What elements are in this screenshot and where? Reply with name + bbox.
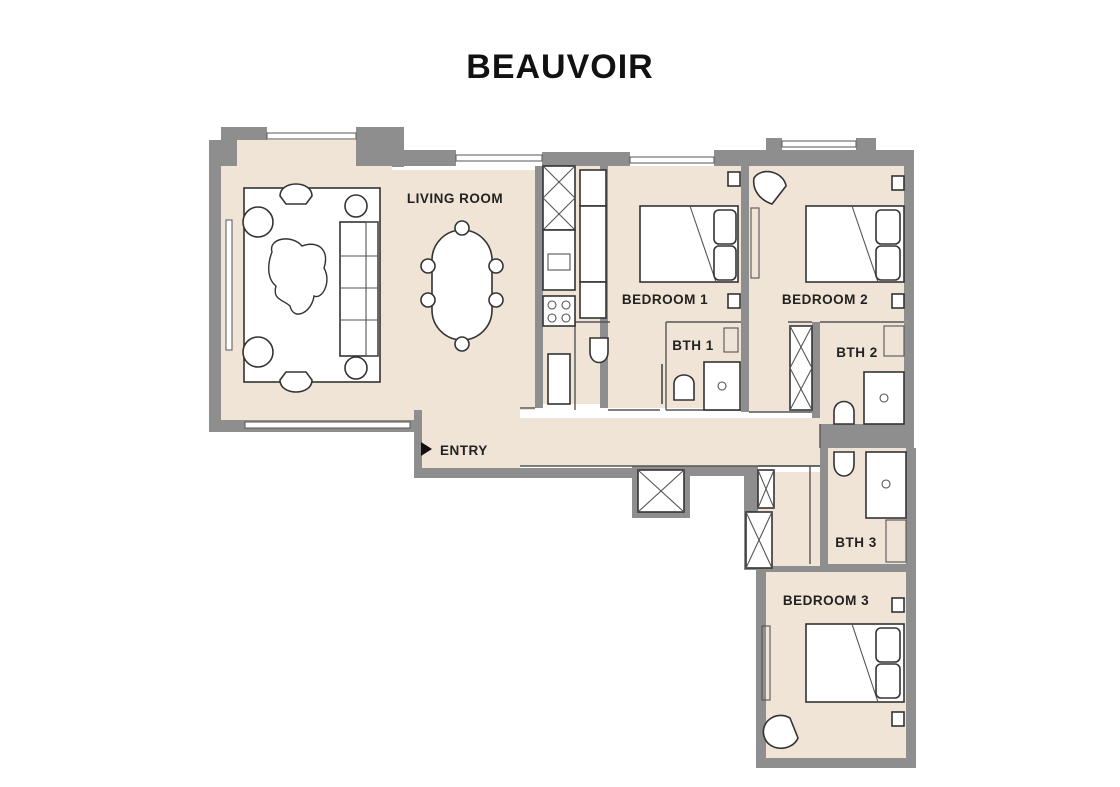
label-living-room: LIVING ROOM (407, 191, 503, 206)
hall-cupboard (637, 469, 775, 569)
bedroom-3-furniture (761, 597, 905, 750)
label-entry: ENTRY (440, 443, 488, 458)
living-room-furniture (242, 183, 504, 393)
label-bedroom-3: BEDROOM 3 (783, 593, 869, 608)
partitions (520, 321, 904, 564)
bedroom-2-furniture (750, 170, 905, 411)
windows (225, 132, 857, 429)
kitchen-units (542, 165, 609, 405)
bath-3-fixtures (833, 451, 907, 563)
bath-2-fixtures (833, 325, 905, 425)
entry-arrow-icon (421, 442, 432, 456)
label-bath-3: BTH 3 (835, 535, 877, 550)
plan-title: BEAUVOIR (466, 48, 654, 86)
label-bedroom-2: BEDROOM 2 (782, 292, 868, 307)
label-bath-1: BTH 1 (672, 338, 714, 353)
label-bedroom-1: BEDROOM 1 (622, 292, 708, 307)
bedroom-1-furniture (639, 171, 741, 411)
label-bath-2: BTH 2 (836, 345, 878, 360)
